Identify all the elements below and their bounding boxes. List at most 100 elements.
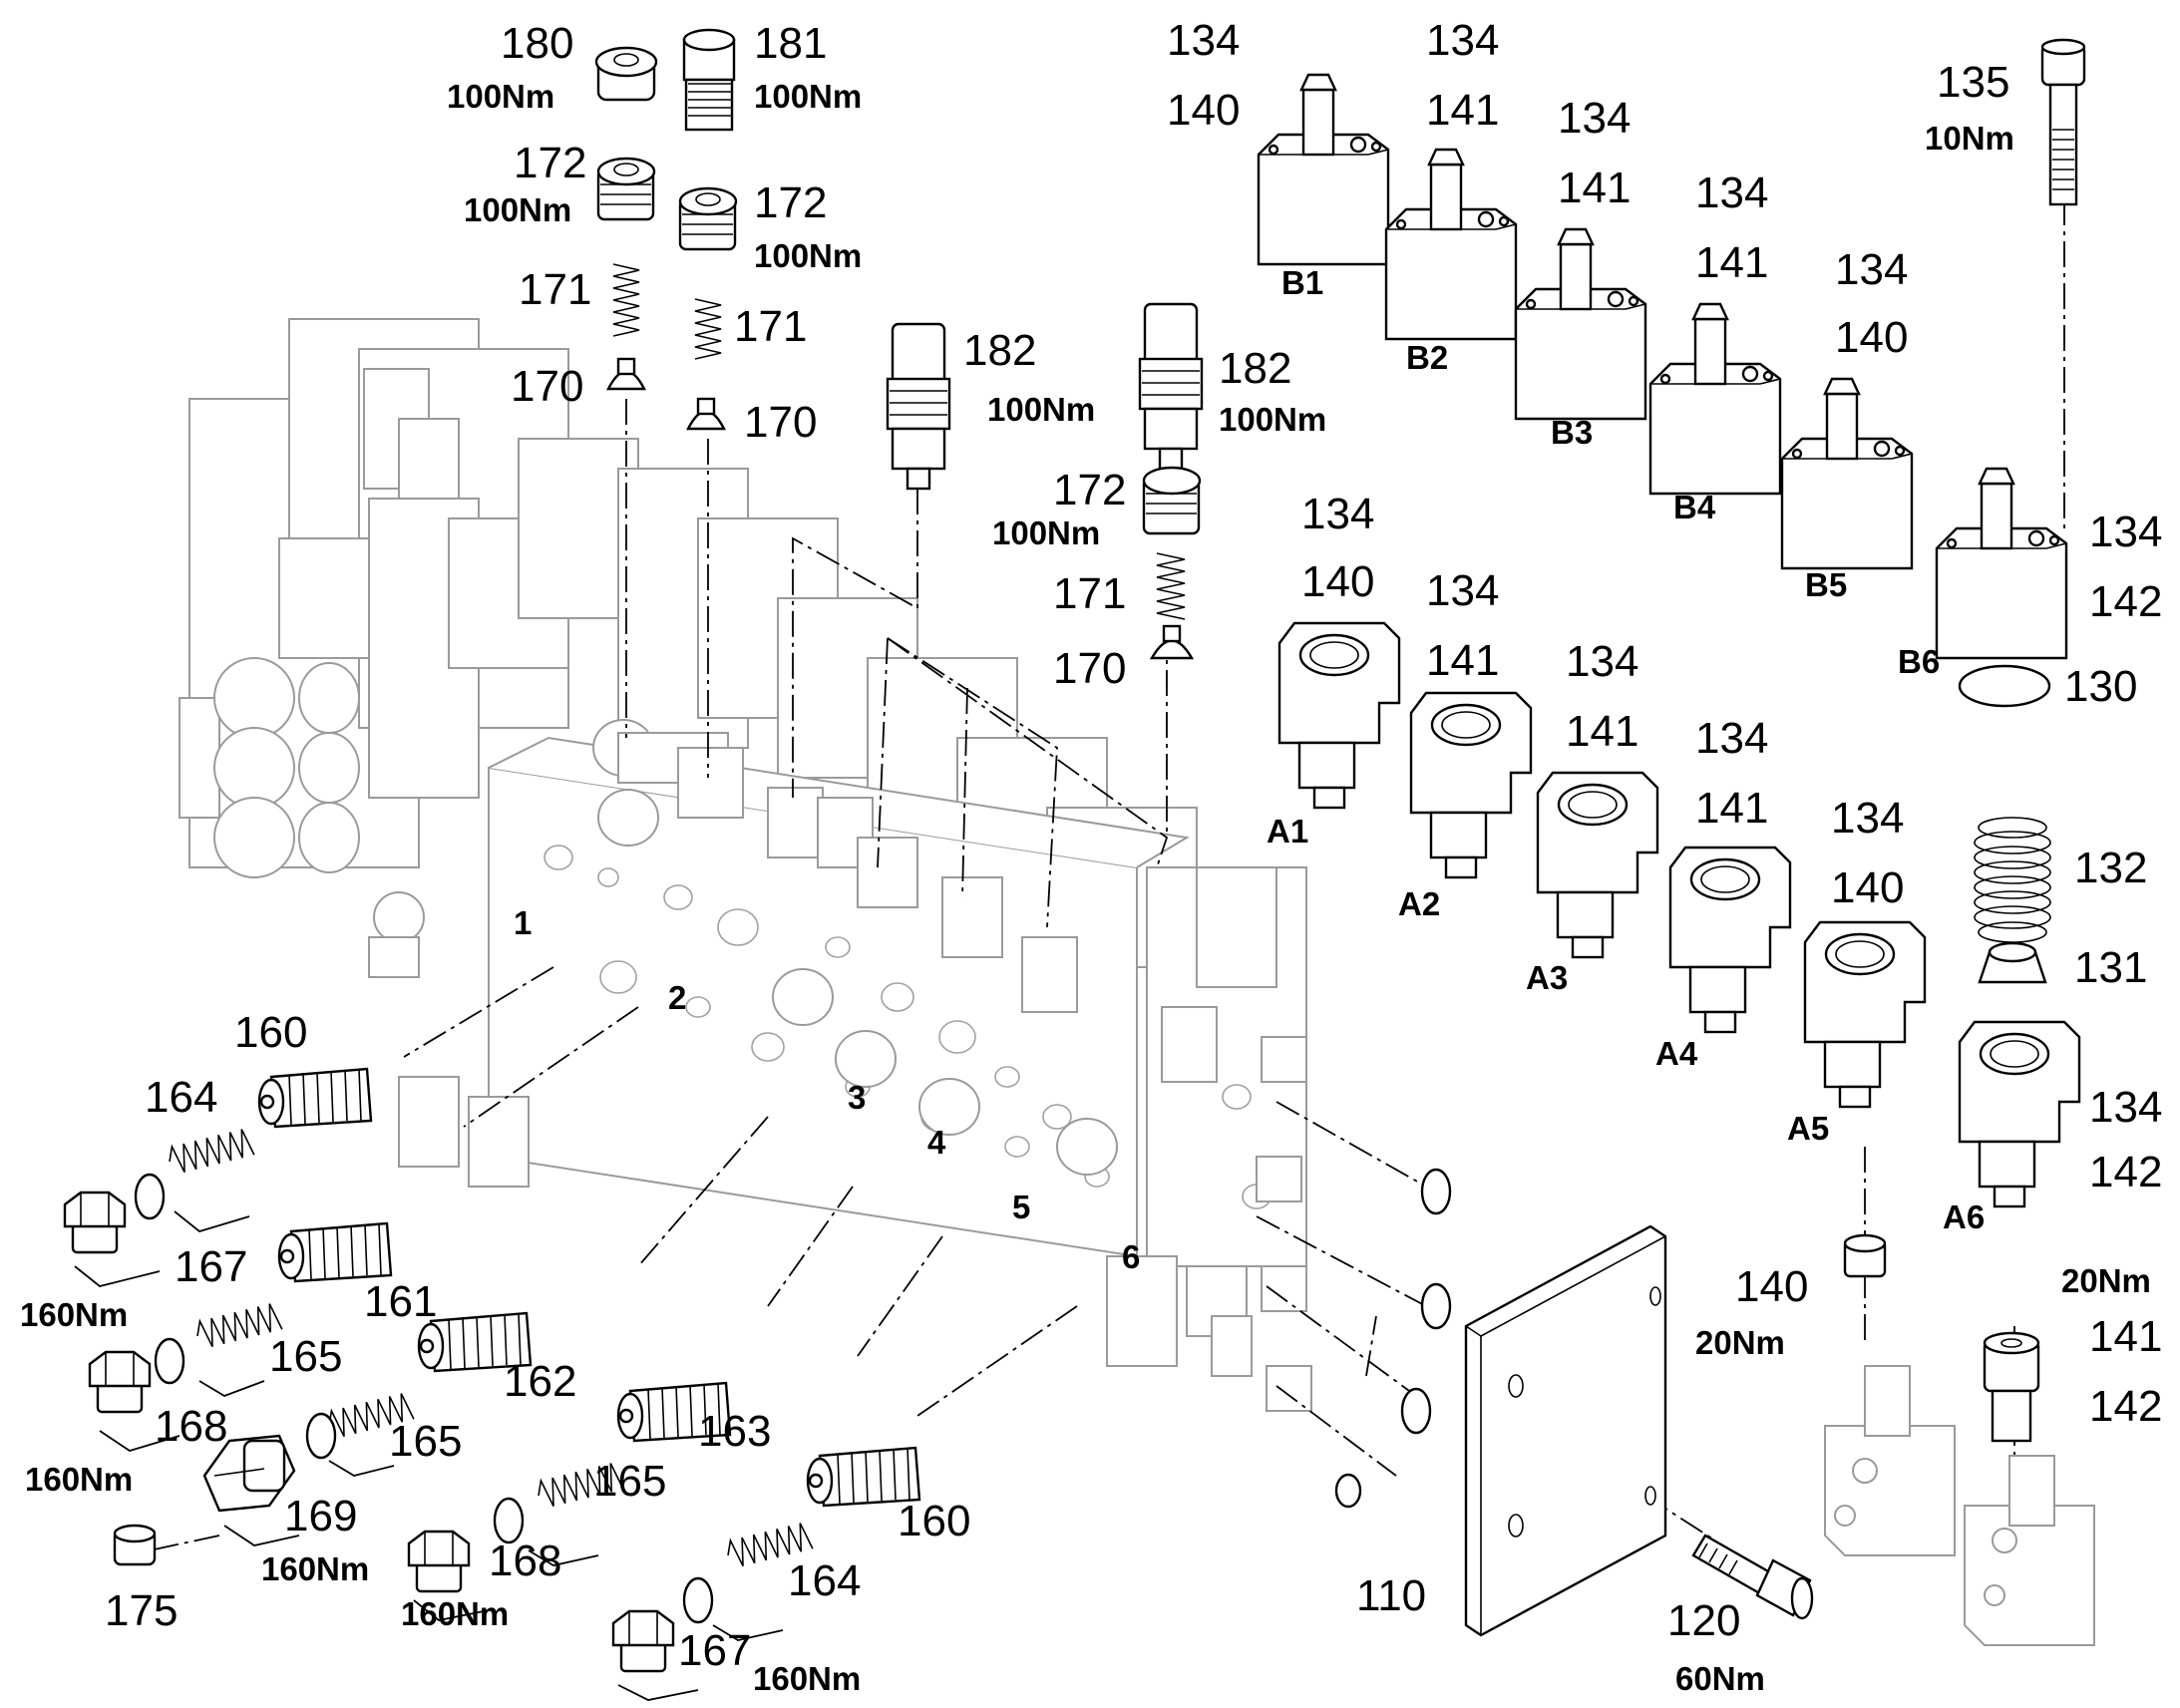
tag-b3: B3 xyxy=(1551,414,1593,451)
callout-142-a6: 142 xyxy=(2089,1148,2162,1196)
tag-section-5: 5 xyxy=(1012,1189,1030,1225)
spool-161 xyxy=(277,1221,393,1283)
tag-section-6: 6 xyxy=(1122,1238,1140,1275)
callout-132: 132 xyxy=(2074,844,2147,892)
callout-134-b1: 134 xyxy=(1167,16,1240,65)
callout-162: 162 xyxy=(504,1357,576,1406)
poppet-170-center xyxy=(1149,624,1195,660)
callout-134-b2: 134 xyxy=(1426,16,1499,65)
torque-20-left: 20Nm xyxy=(1695,1324,1785,1361)
callout-134-a5: 134 xyxy=(1831,794,1904,843)
callout-172-right: 172 xyxy=(754,178,827,227)
plug-167-bottom xyxy=(611,1609,675,1673)
spring-171-center xyxy=(1156,552,1186,620)
callout-164-bottom: 164 xyxy=(788,1556,861,1605)
callout-169: 169 xyxy=(284,1492,357,1540)
solenoid-b1 xyxy=(1257,73,1390,266)
callout-142-b6: 142 xyxy=(2089,577,2162,626)
callout-141-a2: 141 xyxy=(1426,636,1499,685)
callout-142-small: 142 xyxy=(2089,1382,2162,1431)
tag-b6: B6 xyxy=(1898,643,1940,680)
solenoid-b3 xyxy=(1514,227,1647,421)
callout-140-b1: 140 xyxy=(1167,86,1240,135)
tag-a1: A1 xyxy=(1267,813,1308,850)
tag-a5: A5 xyxy=(1787,1110,1829,1147)
torque-160-b: 160Nm xyxy=(25,1461,133,1498)
tag-b2: B2 xyxy=(1406,339,1448,376)
oring-130 xyxy=(1958,664,2051,708)
tag-section-1: 1 xyxy=(514,904,532,941)
valve-141-small xyxy=(1983,1331,2040,1443)
callout-134-b5: 134 xyxy=(1835,245,1908,294)
callout-130: 130 xyxy=(2064,662,2137,711)
callout-141-a3: 141 xyxy=(1566,707,1638,756)
tag-a2: A2 xyxy=(1398,885,1440,922)
tag-a4: A4 xyxy=(1655,1035,1698,1072)
callout-134-a4: 134 xyxy=(1695,714,1768,763)
callout-175: 175 xyxy=(105,1586,178,1635)
callout-161: 161 xyxy=(364,1277,437,1326)
tag-section-2: 2 xyxy=(668,979,686,1016)
callout-160-top: 160 xyxy=(234,1008,307,1057)
torque-172-left: 100Nm xyxy=(464,191,571,228)
callout-110: 110 xyxy=(1356,1571,1426,1620)
tag-a3: A3 xyxy=(1526,959,1568,996)
solenoid-b6 xyxy=(1935,467,2068,660)
callout-167-top: 167 xyxy=(175,1242,247,1291)
callout-134-a6: 134 xyxy=(2089,1083,2162,1132)
callout-134-a1: 134 xyxy=(1301,490,1374,538)
callout-164-top: 164 xyxy=(145,1073,217,1122)
callout-141-b3: 141 xyxy=(1558,164,1631,212)
callout-182-right: 182 xyxy=(1219,344,1291,393)
callout-163: 163 xyxy=(698,1407,771,1456)
cover-plate-110 xyxy=(1464,1224,1667,1637)
torque-20-right: 20Nm xyxy=(2061,1262,2151,1299)
spring-164-top xyxy=(165,1127,255,1177)
ghost-block-right xyxy=(1964,1455,2095,1646)
tag-a6: A6 xyxy=(1943,1198,1985,1235)
callout-170-right: 170 xyxy=(744,398,817,447)
position-tags: B1 B2 B3 B4 B5 B6 A1 A2 A3 A4 A5 A6 1 2 … xyxy=(514,264,1985,1275)
callout-171-right: 171 xyxy=(734,302,807,351)
callout-171-left: 171 xyxy=(519,265,591,314)
block-top-fittings xyxy=(677,747,1277,1083)
relief-valve-182-left xyxy=(886,322,951,491)
callout-160-bottom: 160 xyxy=(898,1497,970,1545)
plug-172-center xyxy=(1142,466,1202,535)
oring-167-bottom xyxy=(682,1576,714,1624)
spool-160-top xyxy=(257,1067,373,1129)
callout-134-a3: 134 xyxy=(1566,637,1638,686)
spring-132 xyxy=(1974,817,2051,943)
bolt-120 xyxy=(1691,1534,1814,1620)
callout-165-b: 165 xyxy=(389,1417,462,1466)
tag-section-4: 4 xyxy=(927,1124,946,1161)
callout-140-b5: 140 xyxy=(1835,313,1908,362)
callout-165-a: 165 xyxy=(269,1332,342,1381)
callout-181: 181 xyxy=(754,19,827,68)
torque-182-right: 100Nm xyxy=(1219,401,1326,438)
bolt-135 xyxy=(2040,38,2086,206)
torque-160-a: 160Nm xyxy=(20,1296,128,1333)
spring-171-left xyxy=(612,263,640,337)
tag-b4: B4 xyxy=(1673,489,1716,525)
torque-180: 100Nm xyxy=(447,78,554,115)
oring-169 xyxy=(305,1412,337,1460)
torque-120: 60Nm xyxy=(1675,1660,1765,1697)
adapter-a2 xyxy=(1409,691,1533,879)
callout-168-a: 168 xyxy=(155,1402,227,1451)
plug-140-small xyxy=(1843,1233,1887,1278)
adapter-a6 xyxy=(1958,1020,2081,1208)
callout-182-left: 182 xyxy=(963,326,1036,375)
adapter-a4 xyxy=(1668,846,1792,1034)
callout-131: 131 xyxy=(2074,943,2147,992)
callout-140-small: 140 xyxy=(1735,1262,1808,1311)
torque-160-e: 160Nm xyxy=(753,1660,861,1697)
torque-160-c: 160Nm xyxy=(261,1550,369,1587)
plug-167-top xyxy=(63,1191,127,1254)
side-orings xyxy=(1334,1168,1452,1509)
tag-b5: B5 xyxy=(1805,566,1847,603)
torque-labels: 100Nm 100Nm 100Nm 100Nm 100Nm 100Nm 100N… xyxy=(20,78,2151,1697)
torque-172-right: 100Nm xyxy=(754,237,862,274)
torque-182-left: 100Nm xyxy=(987,391,1095,428)
